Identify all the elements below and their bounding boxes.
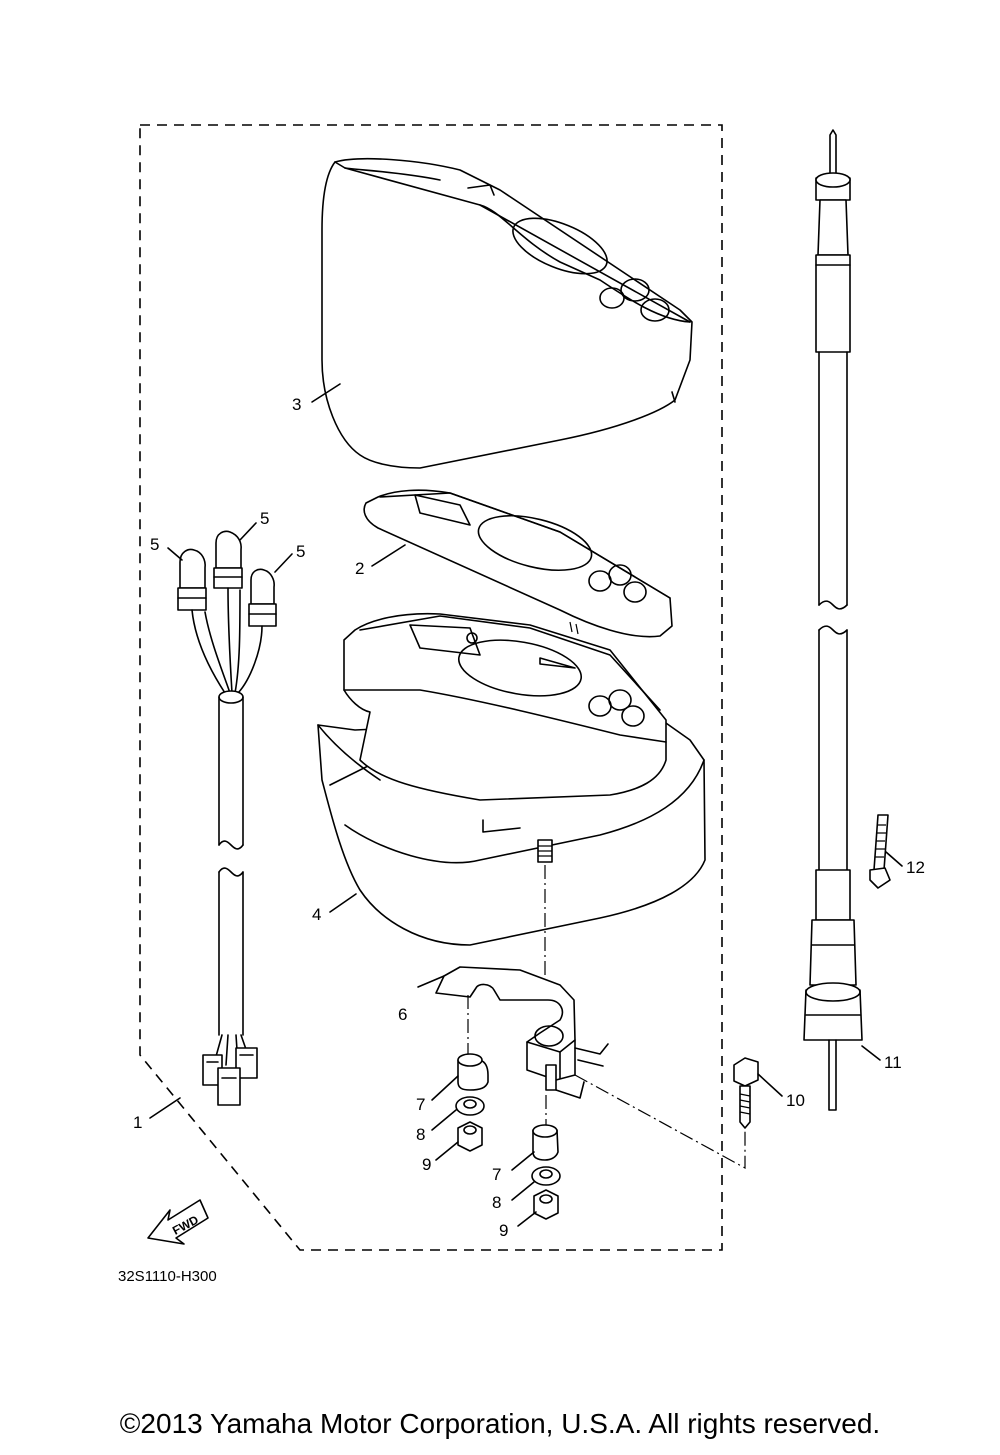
leader-lines	[149, 383, 903, 1227]
callout-12: 12	[906, 858, 925, 877]
nut-left[interactable]	[457, 1121, 483, 1152]
washer-left[interactable]	[455, 1096, 485, 1116]
callout-2: 2	[355, 559, 364, 578]
callout-7-right: 7	[492, 1165, 501, 1184]
callout-10: 10	[786, 1091, 805, 1110]
grommet-right[interactable]	[532, 1124, 559, 1161]
callout-3: 3	[292, 395, 301, 414]
callout-7-left: 7	[416, 1095, 425, 1114]
callout-9-left: 9	[422, 1155, 431, 1174]
bulb-middle[interactable]	[213, 530, 243, 589]
callout-8-left: 8	[416, 1125, 425, 1144]
meter-cover[interactable]	[321, 157, 693, 469]
callout-4: 4	[312, 905, 321, 924]
speedometer-cable[interactable]	[803, 129, 863, 1111]
grommet-left[interactable]	[457, 1053, 489, 1091]
meter-harness[interactable]	[191, 587, 263, 1106]
callout-5-middle: 5	[260, 509, 269, 528]
meter-lens[interactable]	[363, 489, 673, 638]
meter-bracket[interactable]	[435, 966, 609, 1099]
forward-direction-arrow: FWD	[147, 1199, 209, 1245]
meter-housing[interactable]	[317, 612, 706, 946]
bulb-right[interactable]	[248, 568, 277, 627]
callout-9-right: 9	[499, 1221, 508, 1240]
bulb-left[interactable]	[177, 548, 207, 611]
nut-right[interactable]	[533, 1189, 559, 1220]
callouts: 1 2 3 4 5 5 5 6 7 8 9 7 8 9 10 11 12	[133, 395, 925, 1240]
copyright-notice: ©2013 Yamaha Motor Corporation, U.S.A. A…	[119, 1408, 881, 1439]
diagram-part-code: 32S1110-H300	[118, 1268, 217, 1285]
callout-6: 6	[398, 1005, 407, 1024]
center-line-bolt	[574, 1074, 746, 1170]
callout-8-right: 8	[492, 1193, 501, 1212]
assembly-boundary	[139, 124, 723, 1251]
callout-5-right: 5	[296, 542, 305, 561]
callout-11: 11	[884, 1053, 902, 1072]
callout-5-left: 5	[150, 535, 159, 554]
cable-tie[interactable]	[869, 814, 891, 889]
bolt[interactable]	[733, 1057, 759, 1129]
callout-1: 1	[133, 1113, 142, 1132]
washer-right[interactable]	[531, 1166, 561, 1186]
